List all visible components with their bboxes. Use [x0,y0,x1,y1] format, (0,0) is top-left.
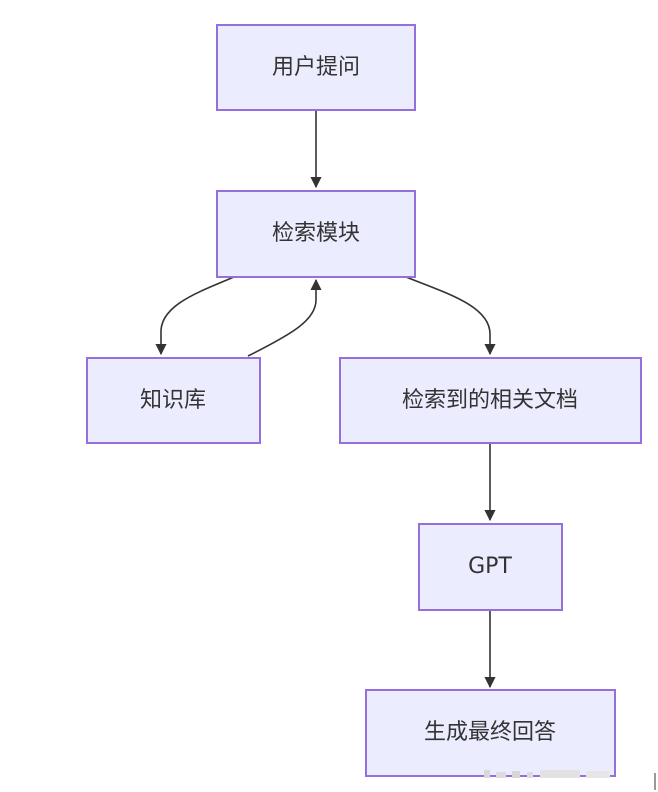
node-retrieval-module-label: 检索模块 [272,221,360,246]
edge-retrieval-module-to-retrieved-docs [405,276,496,356]
node-knowledge-base-label: 知识库 [140,388,206,413]
edges [155,111,496,689]
node-retrieved-docs-label: 检索到的相关文档 [402,388,578,413]
node-final-answer: 生成最终回答 [365,689,616,777]
node-final-answer-label: 生成最终回答 [424,720,556,745]
node-retrieval-module: 检索模块 [216,190,416,278]
watermark-graphic [484,770,610,778]
node-retrieved-docs: 检索到的相关文档 [339,357,642,444]
node-knowledge-base: 知识库 [86,357,261,444]
node-gpt-label: GPT [468,554,512,579]
node-user-question: 用户提问 [216,24,416,111]
node-gpt: GPT [418,523,563,611]
node-user-question-label: 用户提问 [272,55,360,80]
edge-retrieval-module-to-knowledge-base [155,276,235,356]
edge-knowledge-base-to-retrieval-module [247,278,322,357]
